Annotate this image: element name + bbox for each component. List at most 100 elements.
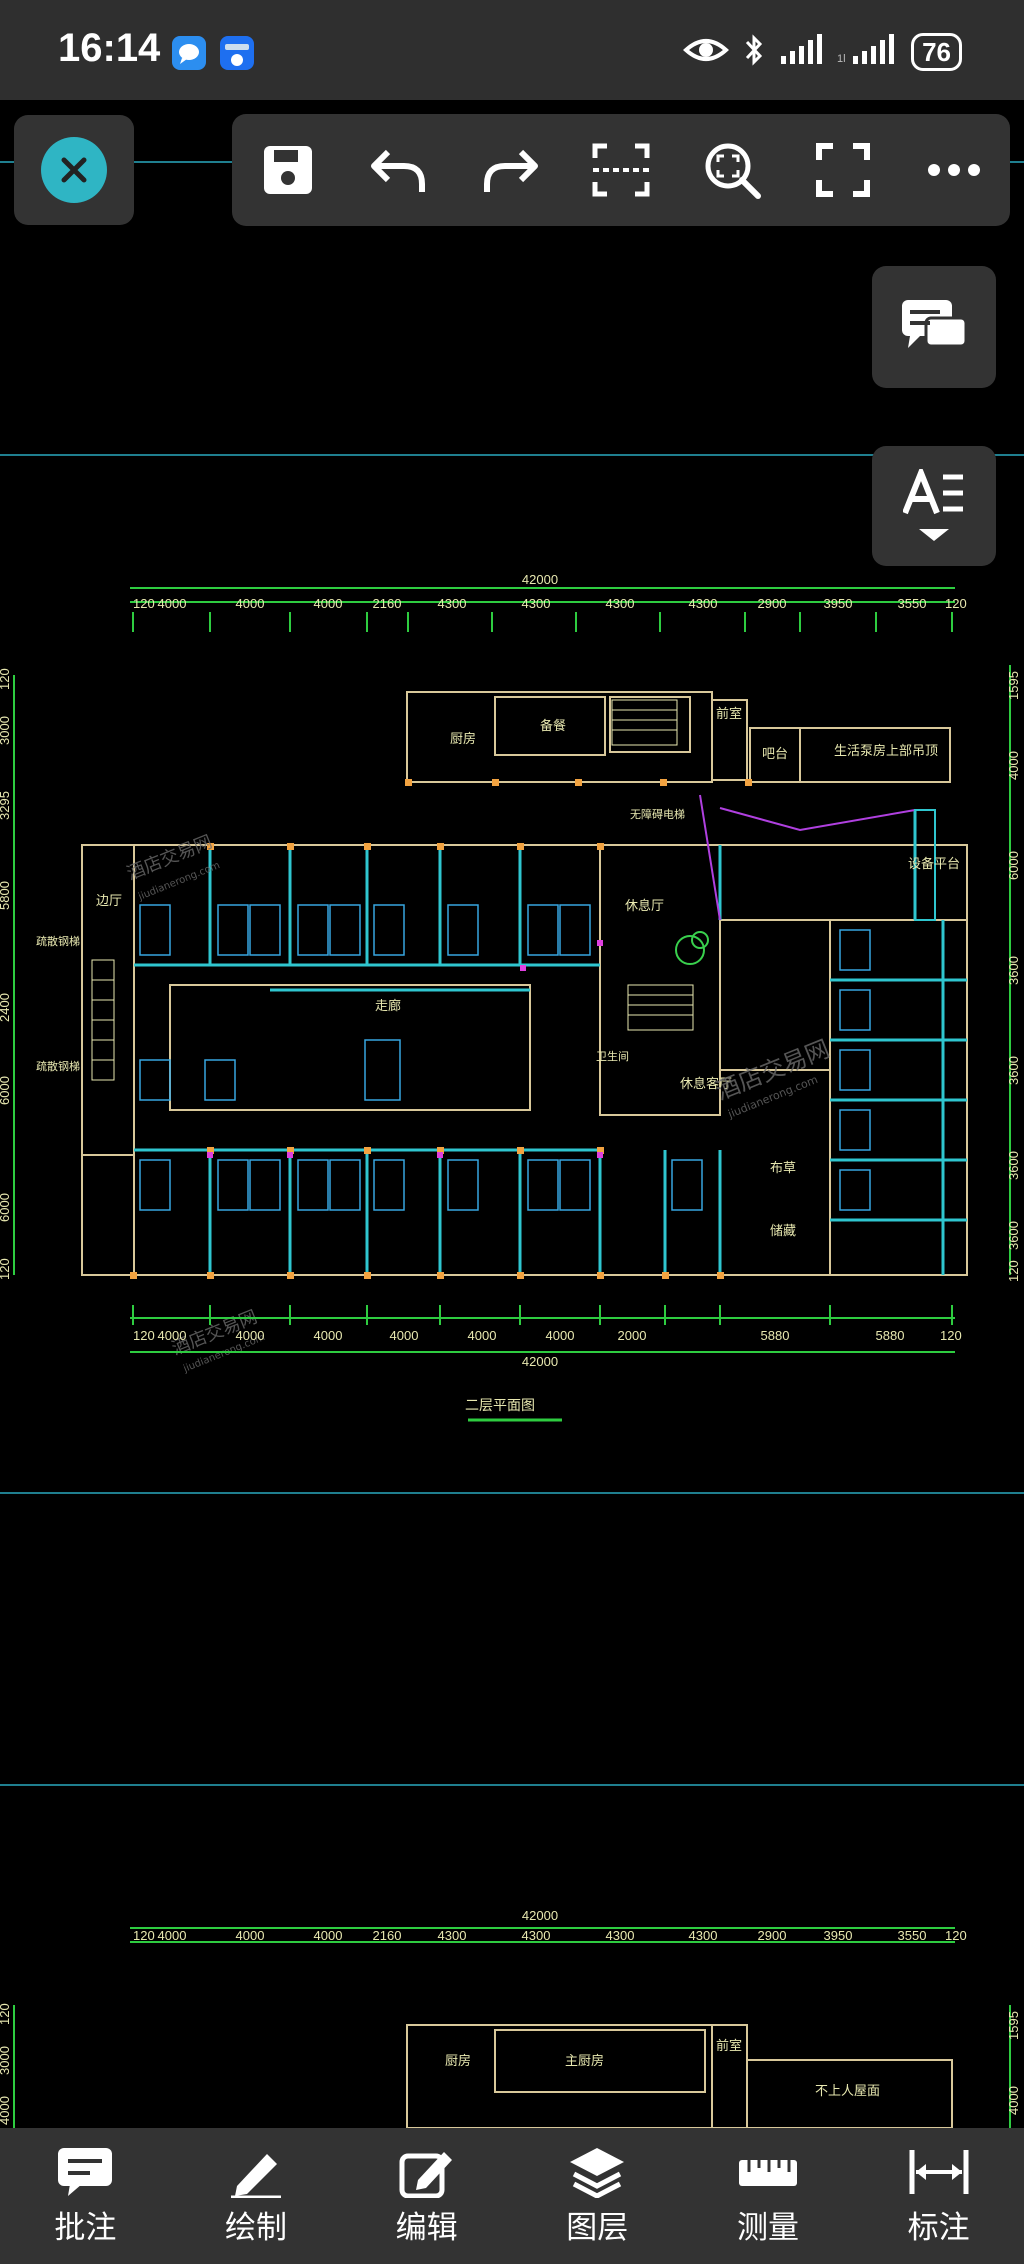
- status-bar: 16:14 1l 76: [0, 0, 1024, 100]
- undo-button[interactable]: [359, 130, 439, 210]
- top-dimension: 42000: [130, 572, 955, 603]
- status-indicators: 1l 76: [683, 30, 962, 74]
- room-label: 备餐: [540, 718, 566, 733]
- chat-app-icon: [172, 36, 206, 70]
- left-dim: 3295: [0, 791, 12, 820]
- bottom-dim: 2000: [618, 1328, 647, 1343]
- comment-icon: [902, 300, 968, 348]
- top-dim: 4300: [689, 596, 718, 611]
- nav-layers[interactable]: 图层: [527, 2146, 667, 2247]
- lower-dim: 2900: [758, 1928, 787, 1943]
- text-style-button[interactable]: [872, 446, 996, 566]
- edit-icon: [399, 2151, 452, 2198]
- lower-right-dim: 1595: [1006, 2011, 1021, 2040]
- left-dim: 6000: [0, 1076, 12, 1105]
- room-label: 卫生间: [596, 1049, 629, 1063]
- cad-drawing: 42000 120 4000 4000 4000 2160 4300 4300 …: [0, 161, 1024, 2129]
- ruler-icon: [738, 2159, 797, 2186]
- room-label: 休息厅: [625, 898, 664, 913]
- battery-icon: 76: [911, 33, 962, 71]
- drawing-canvas[interactable]: 42000 120 4000 4000 4000 2160 4300 4300 …: [0, 100, 1024, 2129]
- close-button[interactable]: [14, 115, 134, 225]
- room-label: 无障碍电梯: [630, 807, 685, 821]
- lower-dim: 120: [945, 1928, 967, 1943]
- nav-label: 图层: [566, 2209, 629, 2246]
- right-dim: 4000: [1006, 751, 1021, 780]
- plan-title: 二层平面图: [465, 1398, 535, 1414]
- room-label: 不上人屋面: [815, 2084, 880, 2099]
- left-dim: 120: [0, 668, 12, 690]
- lower-dim: 120: [133, 1928, 155, 1943]
- lower-left-dim: 3000: [0, 2046, 12, 2075]
- lower-dim: 4300: [438, 1928, 467, 1943]
- bluetooth-icon: [743, 32, 765, 72]
- annotation-icon: [58, 2147, 113, 2196]
- dimension-icon: [909, 2149, 969, 2194]
- redo-button[interactable]: [470, 130, 550, 210]
- left-dim: 5800: [0, 881, 12, 910]
- redo-icon: [483, 149, 538, 192]
- bottom-total-dim: 42000: [522, 1354, 558, 1369]
- bottom-dim: 4000: [390, 1328, 419, 1343]
- right-dim: 1595: [1006, 671, 1021, 700]
- top-dim: 2900: [758, 596, 787, 611]
- right-dim: 3600: [1006, 1221, 1021, 1250]
- top-dim: 2160: [373, 596, 402, 611]
- top-dim: 3550: [898, 596, 927, 611]
- lower-dim: 4000: [236, 1928, 265, 1943]
- fullscreen-button[interactable]: [803, 130, 883, 210]
- nav-label: 绘制: [224, 2209, 287, 2246]
- lower-left-dim: 4000: [0, 2096, 12, 2125]
- save-button[interactable]: [248, 130, 328, 210]
- zoom-fit-icon: [705, 143, 762, 199]
- top-total-dim: 42000: [522, 572, 558, 587]
- top-dim: 120: [945, 596, 967, 611]
- room-label: 布草: [770, 1160, 796, 1175]
- room-label: 走廊: [375, 998, 401, 1013]
- room-label: 主厨房: [565, 2053, 604, 2069]
- pencil-icon: [230, 2153, 281, 2198]
- room-label: 储藏: [770, 1223, 796, 1238]
- room-label: 疏散钢梯: [36, 934, 80, 948]
- text-style-icon: [903, 469, 963, 515]
- nav-edit[interactable]: 编辑: [357, 2146, 497, 2247]
- lower-dim: 4000: [314, 1928, 343, 1943]
- bottom-dim: 5880: [761, 1328, 790, 1343]
- more-button[interactable]: [914, 130, 994, 210]
- bottom-nav: 批注 绘制 编辑 图层 测量 标注: [0, 2128, 1024, 2264]
- nav-dimension[interactable]: 标注: [869, 2146, 1009, 2247]
- nav-label: 批注: [54, 2209, 117, 2246]
- undo-icon: [370, 149, 425, 192]
- left-dim: 6000: [0, 1193, 12, 1222]
- zoom-fit-button[interactable]: [692, 130, 772, 210]
- svg-text:1l: 1l: [837, 53, 846, 65]
- section-button[interactable]: [581, 130, 661, 210]
- eye-icon: [683, 35, 730, 69]
- lower-dim: 4000: [158, 1928, 187, 1943]
- room-label: 设备平台: [908, 856, 960, 871]
- save-icon: [263, 146, 312, 194]
- nav-draw[interactable]: 绘制: [186, 2146, 326, 2247]
- bottom-dim: 4000: [468, 1328, 497, 1343]
- bottom-dim: 4000: [314, 1328, 343, 1343]
- top-dim: 4300: [606, 596, 635, 611]
- more-icon: [928, 164, 981, 176]
- top-dim: 120: [133, 596, 155, 611]
- nav-measure[interactable]: 测量: [698, 2146, 838, 2247]
- room-label: 吧台: [762, 746, 788, 761]
- lower-dim: 3950: [824, 1928, 853, 1943]
- room-label: 前室: [716, 706, 742, 721]
- room-label: 厨房: [445, 2053, 471, 2069]
- left-dim: 3000: [0, 716, 12, 745]
- lower-dim: 2160: [373, 1928, 402, 1943]
- bottom-dim: 120: [133, 1328, 155, 1343]
- lower-left-dim: 120: [0, 2003, 12, 2025]
- comment-button[interactable]: [872, 266, 996, 388]
- floor-plan: [81, 691, 968, 1276]
- top-dim: 4000: [158, 596, 187, 611]
- lower-total-dim: 42000: [522, 1908, 558, 1923]
- room-label: 前室: [716, 2038, 742, 2054]
- nav-annotation[interactable]: 批注: [15, 2146, 155, 2247]
- lower-right-dim: 4000: [1006, 2086, 1021, 2115]
- bottom-dim: 5880: [876, 1328, 905, 1343]
